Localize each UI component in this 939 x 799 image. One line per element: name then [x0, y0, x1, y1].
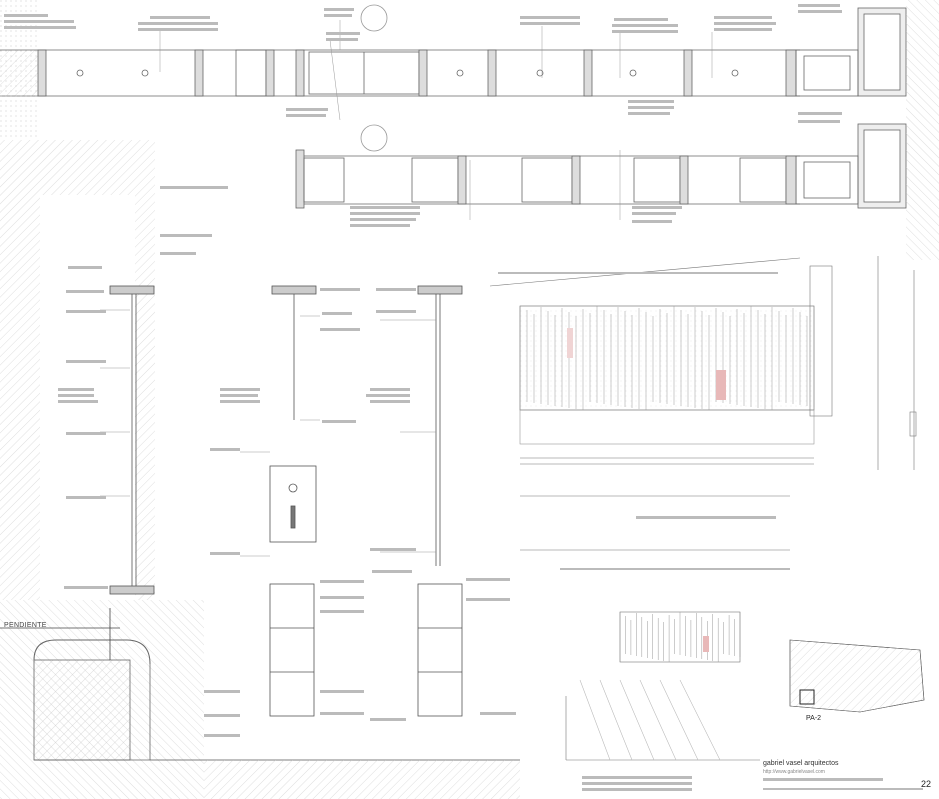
right-column-details	[795, 0, 939, 260]
annotation-text-blocks	[4, 4, 923, 791]
site-key-plan	[789, 639, 925, 713]
middle-wall-elevation	[295, 149, 800, 209]
right-edge-section	[877, 256, 917, 470]
facade-elevation	[489, 257, 833, 551]
pendiente-label: PENDIENTE	[4, 622, 47, 629]
facade-photo-inset	[565, 611, 760, 761]
left-terrain-plan	[0, 0, 520, 799]
key-plan-label: PA-2	[806, 715, 822, 722]
top-wall-elevation	[0, 4, 800, 152]
firm-url: http://www.gabrielvasel.com	[763, 769, 825, 775]
wall-sections	[109, 285, 463, 717]
page-number: 22	[921, 779, 932, 789]
firm-name: gabriel vasel arquitectos	[763, 760, 839, 767]
